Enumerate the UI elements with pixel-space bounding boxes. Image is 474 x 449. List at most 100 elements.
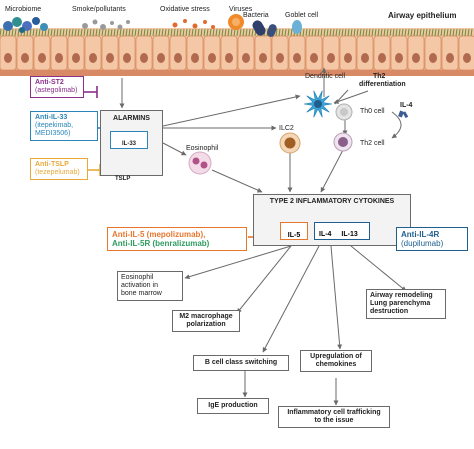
anti-il4r-box: Anti-IL-4R (dupilumab) [396,227,468,251]
epithelial-nucleus [344,53,352,63]
oxidative-stress-icon [172,19,215,29]
anti-il33-name: Anti-IL-33 [35,114,68,121]
epithelial-nucleus [140,53,148,63]
airway-remodeling-box: Airway remodeling Lung parenchyma destru… [366,289,446,319]
epithelial-nucleus [361,53,369,63]
goblet-cell-label: Goblet cell [285,12,319,19]
bacteria-icon [252,20,277,37]
epithelial-nucleus [89,53,97,63]
th2-differentiation-line1: Th2 [373,73,386,80]
smoke-pollutants-label: Smoke/pollutants [72,6,126,13]
m2-macrophage-box: M2 macrophage polarization [172,310,240,332]
eos-act-line1: Eosinophil [121,274,154,281]
anti-tslp-name: Anti-TSLP [35,161,69,168]
alarmins-title: ALARMINS [113,115,150,122]
th2-differentiation-line2: differentiation [359,81,406,88]
eosinophil-cell-icon [188,151,212,175]
microbiome-icon [3,17,48,33]
airway-epithelium-band [0,28,474,76]
bcell-label: B cell class switching [204,359,278,366]
epithelial-nucleus [55,53,63,63]
chemokines-box: Upregulation of chemokines [300,350,372,372]
trafficking-box: Inflammatory cell trafficking to the iss… [278,406,390,428]
chemokines-line1: Upregulation of [310,353,362,360]
dendritic-cell-label: Dendritic cell [305,73,346,80]
anti-st2-agent: (astegolimab) [35,87,78,94]
epithelial-nucleus [123,53,131,63]
epithelial-cell [458,35,474,71]
th2-cell-label: Th2 cell [360,140,385,147]
epithelial-nucleus [412,53,420,63]
il33-label: IL-33 [121,141,136,147]
th0-cell-label: Th0 cell [360,108,385,115]
epithelial-nucleus [293,53,301,63]
epithelial-nucleus [463,53,471,63]
eos-act-line2: activation in [121,282,158,289]
eos-act-line3: bone marrow [121,290,162,297]
airway-epithelium-label: Airway epithelium [388,11,457,20]
tslp-label: TSLP [115,176,131,182]
pathway-arrows [119,67,407,406]
il33-box: IL-33 [110,131,148,149]
m2-line2: polarization [186,321,226,328]
epithelial-nucleus [310,53,318,63]
anti-tslp-agent: (tezepelumab) [35,169,80,176]
epithelial-nucleus [225,53,233,63]
chemokines-line2: chemokines [315,361,357,368]
eosinophil-label: Eosinophil [186,145,219,152]
epithelial-nucleus [208,53,216,63]
oxidative-stress-label: Oxidative stress [160,6,210,13]
ige-label: IgE production [208,402,258,409]
epithelial-nucleus [395,53,403,63]
epithelial-nucleus [106,53,114,63]
anti-il33-agent-1: (itepekimab, [35,122,74,129]
il5-box: IL-5 [280,222,308,240]
epithelial-nucleus [157,53,165,63]
epithelial-nucleus [446,53,454,63]
epithelial-nucleus [21,53,29,63]
bacteria-label: Bacteria [243,12,269,19]
ilc2-label: ILC2 [279,125,294,132]
epithelial-nucleus [4,53,12,63]
anti-il5-box: Anti-IL-5 (mepolizumab), Anti-IL-5R (ben… [107,227,247,251]
remodel-line2: Lung parenchyma [370,300,431,307]
anti-st2-name: Anti-ST2 [35,79,64,86]
microbiome-label: Microbiome [5,6,42,13]
viruses-label: Viruses [229,6,253,13]
anti-il4r-name: Anti-IL-4R [401,230,440,239]
goblet-cell-icon [292,20,302,34]
anti-il33-agent-2: MEDI3506) [35,130,71,137]
il4-th2-label: IL-4 [400,102,413,109]
eosinophil-activation-box: Eosinophil activation in bone marrow [117,271,183,301]
epithelial-nucleus [378,53,386,63]
ilc2-cell-icon [279,132,301,154]
epithelial-nucleus [259,53,267,63]
il4-label: IL-4 [319,231,332,238]
dendritic-cell-icon [303,90,333,118]
epithelial-nucleus [174,53,182,63]
anti-il5-line: Anti-IL-5 (mepolizumab), [112,230,206,239]
trafficking-line1: Inflammatory cell trafficking [287,409,381,416]
anti-st2-box: Anti-ST2 (astegolimab) [30,76,84,98]
epithelial-nucleus [327,53,335,63]
ige-production-box: IgE production [197,398,269,414]
th0-cell-icon [335,103,353,121]
il5-label: IL-5 [287,232,301,239]
il4-molecule-icon [398,110,409,119]
th2-cell-icon [333,132,353,152]
trafficking-line2: to the issue [314,417,354,424]
smoke-pollutants-icon [82,19,130,30]
anti-il33-box: Anti-IL-33 (itepekimab, MEDI3506) [30,111,98,141]
epithelial-nucleus [429,53,437,63]
epithelial-nucleus [242,53,250,63]
remodel-line1: Airway remodeling [370,292,433,299]
il13-label: IL-13 [341,231,358,238]
virus-icon [228,14,244,30]
epithelial-nucleus [38,53,46,63]
m2-line1: M2 macrophage [179,313,233,320]
b-cell-switching-box: B cell class switching [193,355,289,371]
epithelial-nucleus [72,53,80,63]
remodel-line3: destruction [370,308,409,315]
